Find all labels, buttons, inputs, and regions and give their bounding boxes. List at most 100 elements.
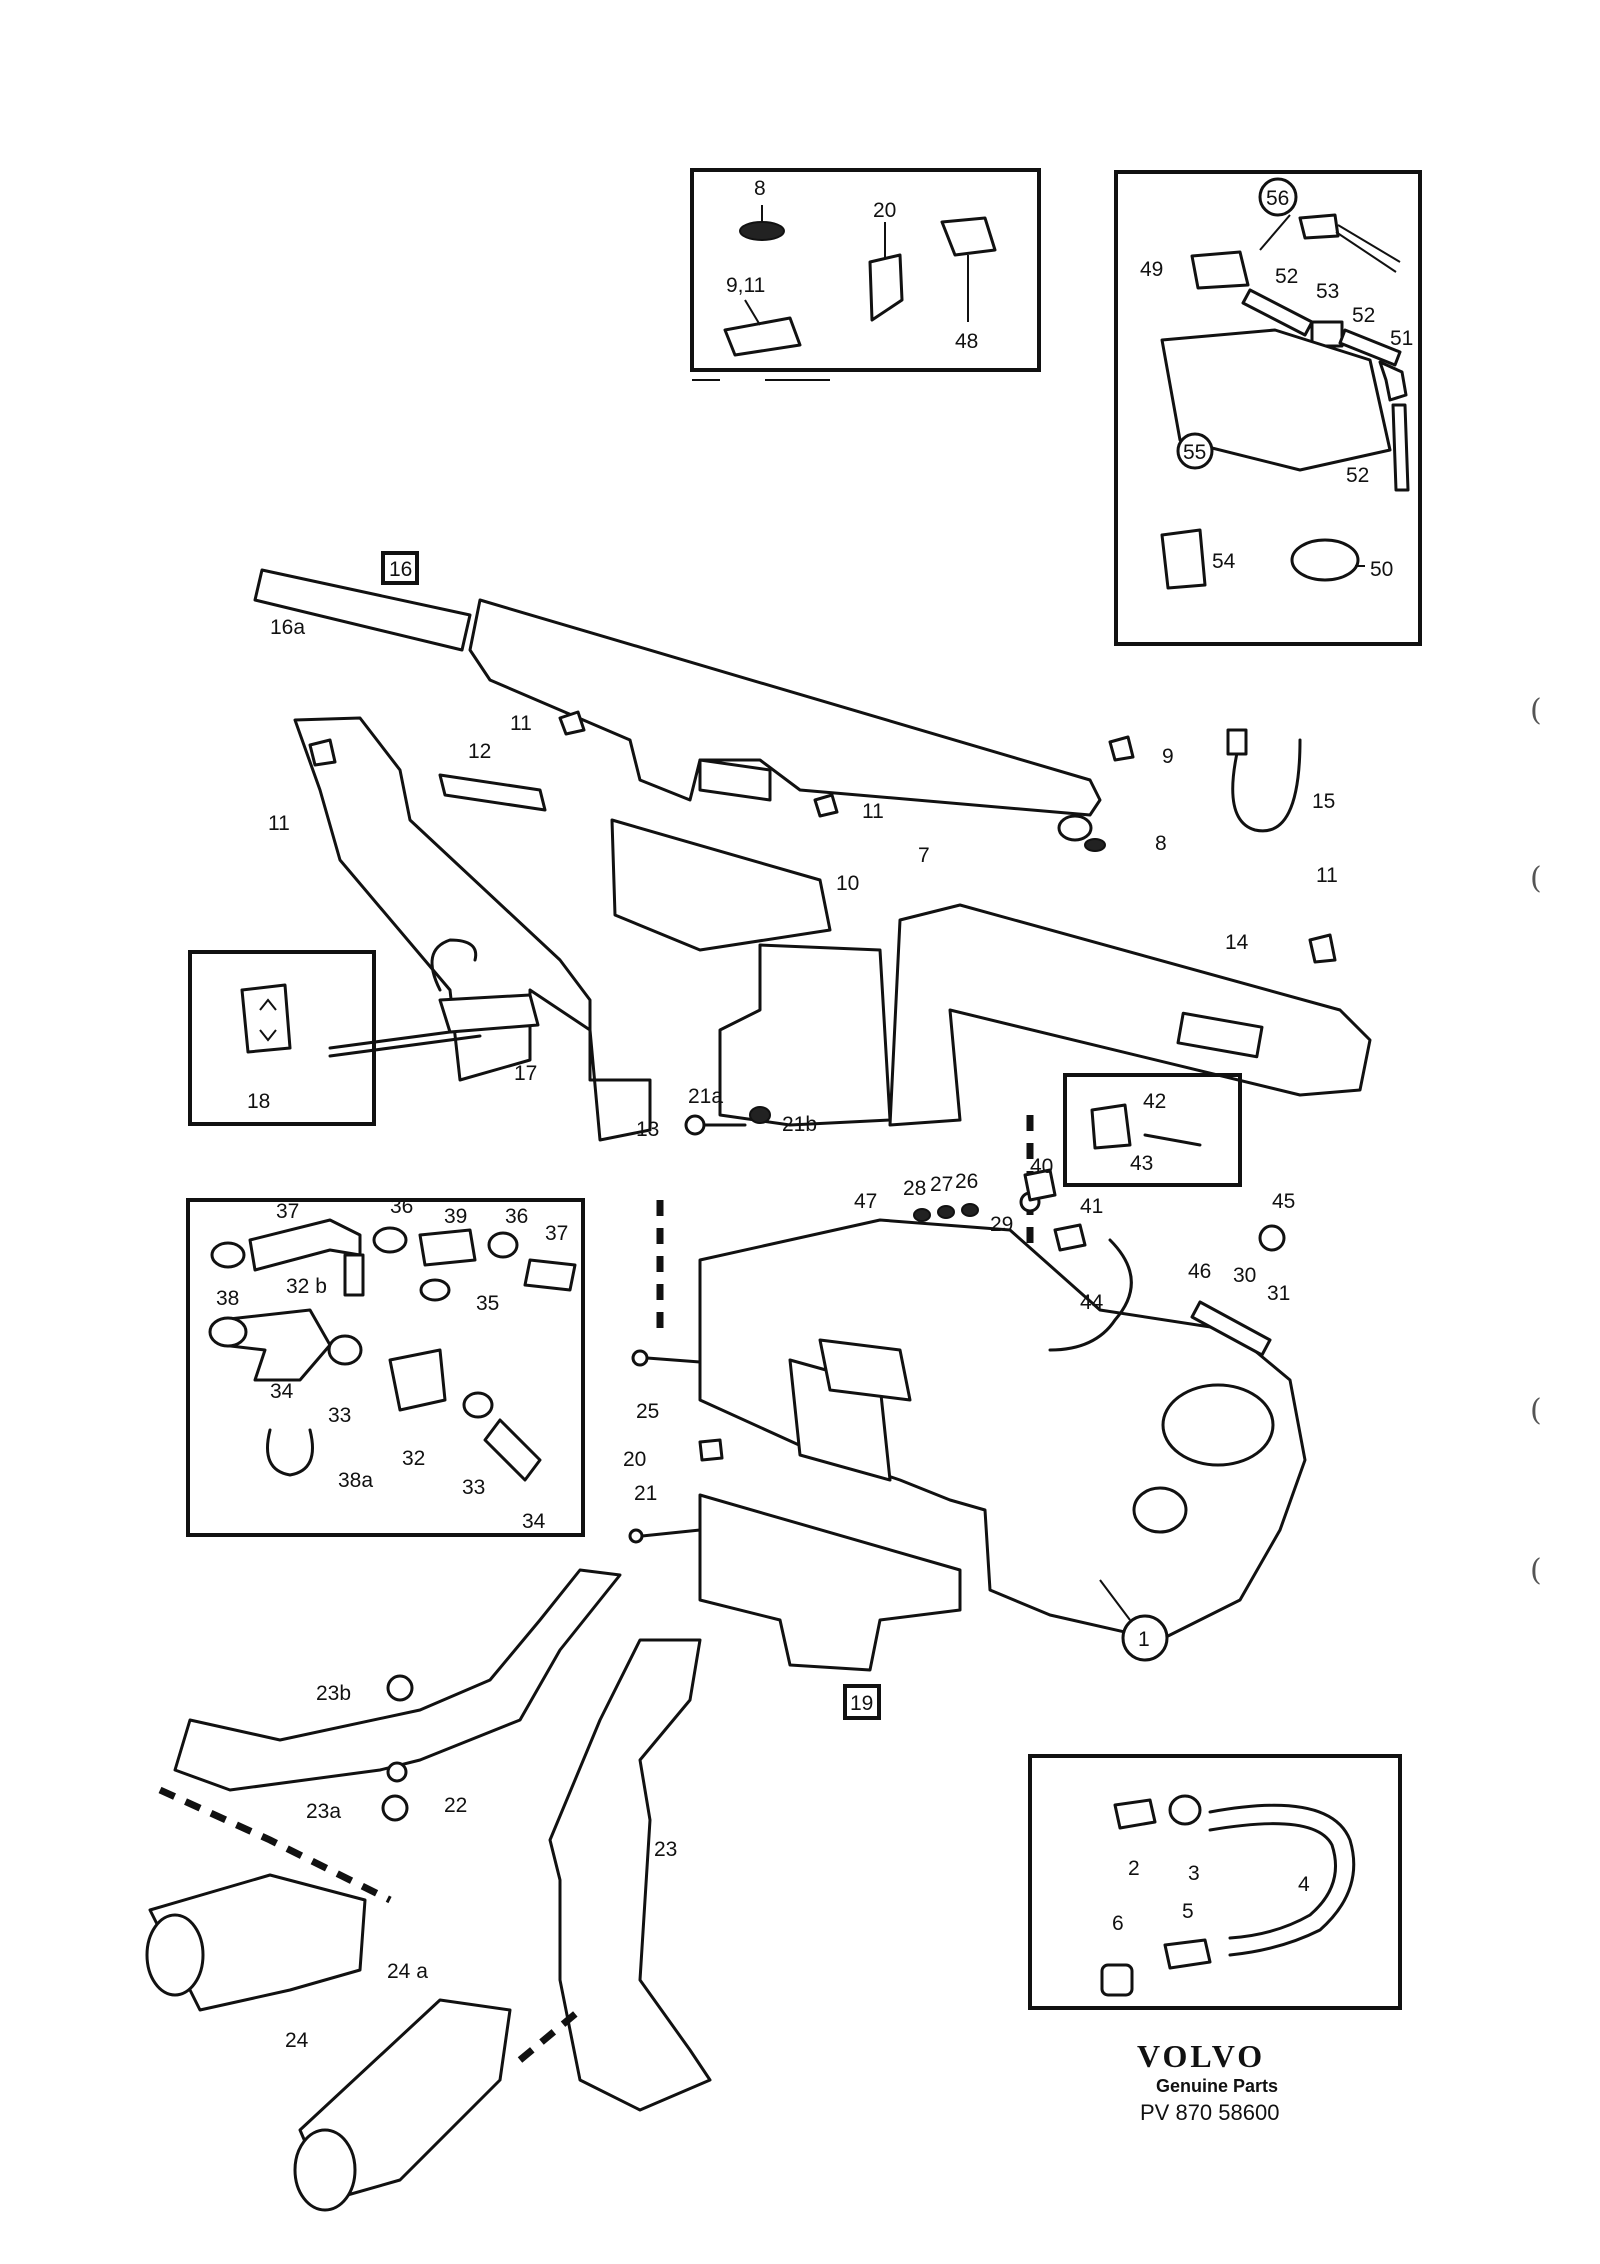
actuator: [1132, 1486, 1188, 1534]
callout-9: 9: [1162, 745, 1174, 768]
callout-1: 1: [1138, 1628, 1150, 1651]
callout-44: 44: [1080, 1291, 1104, 1314]
part-14-side-duct: [888, 903, 1372, 1127]
part-11-clip-top: [558, 710, 586, 736]
part-11-clip-mid: [813, 793, 839, 818]
callout-10: 10: [836, 872, 859, 895]
part-7-defroster-duct: [468, 598, 1102, 817]
callout-18: 18: [247, 1090, 270, 1113]
margin-mark: (: [1530, 1553, 1542, 1588]
part-4-hose: [1208, 1803, 1356, 1957]
callout-43: 43: [1130, 1152, 1153, 1175]
part-34-hose-b: [483, 1418, 542, 1482]
part-51-elbow: [1378, 360, 1408, 402]
part-8-washer: [739, 221, 785, 241]
part-5-fitting: [1163, 1938, 1212, 1970]
part-50-clamp: [1290, 538, 1360, 582]
part-11-clip-left: [308, 738, 337, 767]
callout-21: 21: [634, 1482, 657, 1505]
callout-33-a: 33: [328, 1404, 351, 1427]
callout-45: 45: [1272, 1190, 1295, 1213]
callout-52-c: 52: [1346, 464, 1369, 487]
callout-20-b: 20: [623, 1448, 646, 1471]
part-38a-clip: [266, 1428, 314, 1477]
footer: VOLVO Genuine Parts PV 870 58600: [1137, 2038, 1279, 2125]
callout-28: 28: [903, 1177, 926, 1200]
callout-52-a: 52: [1275, 265, 1298, 288]
callout-31: 31: [1267, 1282, 1290, 1305]
part-18-switch: [240, 983, 292, 1054]
callout-1-circle: [1121, 1614, 1169, 1662]
callout-20: 20: [873, 199, 896, 222]
callout-33-b: 33: [462, 1476, 485, 1499]
callout-24a: 24 a: [387, 1960, 428, 1983]
inset-hoses-frame: [186, 1198, 585, 1537]
part-40-clip: [1023, 1168, 1057, 1202]
callout-26: 26: [955, 1170, 978, 1193]
callout-11-b: 11: [268, 812, 290, 835]
part-41-clip: [1053, 1223, 1087, 1252]
callout-11-a: 11: [510, 712, 532, 735]
part-48-grommet: [940, 216, 997, 257]
part-10-nozzle: [610, 818, 832, 952]
part-32-valve: [388, 1348, 447, 1412]
margin-marks: ( ( ( (: [1530, 693, 1542, 1588]
inset-sensor-frame: [1114, 170, 1422, 646]
part-42-valve: [1090, 1103, 1132, 1150]
callout-16: 16: [389, 558, 412, 581]
callout-21b: 21b: [782, 1113, 817, 1136]
part-24-duct: [148, 1873, 367, 2012]
callout-12: 12: [468, 740, 491, 763]
callout-11-d: 11: [1316, 864, 1338, 887]
callout-42: 42: [1143, 1090, 1166, 1113]
callout-48: 48: [955, 330, 978, 353]
part-23-duct: [548, 1638, 712, 2112]
screws-21: [684, 1106, 771, 1136]
callout-37-b: 37: [545, 1222, 568, 1245]
part-23b-clip: [386, 1674, 414, 1702]
callout-41: 41: [1080, 1195, 1103, 1218]
part-2-fitting: [1113, 1798, 1157, 1830]
part-32b-sleeve: [343, 1253, 365, 1297]
callout-52-b: 52: [1352, 304, 1375, 327]
callout-32: 32: [402, 1447, 425, 1470]
callout-40: 40: [1030, 1155, 1053, 1178]
callout-50: 50: [1370, 558, 1393, 581]
part-45-knob: [1258, 1224, 1286, 1252]
callout-8: 8: [754, 177, 766, 200]
callout-5: 5: [1182, 1900, 1194, 1923]
part-9-clip: [1108, 735, 1135, 762]
tagline: Genuine Parts: [1156, 2076, 1278, 2096]
callout-17: 17: [514, 1062, 537, 1085]
callout-32b: 32 b: [286, 1275, 327, 1298]
callout-34-a: 34: [270, 1380, 294, 1403]
callouts: 8 20 9,11 48 56 49 52 53 52 51 55 52 54 …: [216, 177, 1413, 2052]
part-17-unit: [438, 993, 540, 1034]
callout-9-11: 9,11: [726, 274, 765, 297]
floor-ducts: [145, 1493, 962, 2212]
callout-16-box: [381, 551, 419, 585]
callout-39: 39: [444, 1205, 467, 1228]
callout-34-b: 34: [522, 1510, 546, 1533]
part-37-hose-b: [523, 1258, 577, 1292]
inset-thermostat-frame: [1028, 1754, 1402, 2010]
part-30-bracket: [1190, 1300, 1272, 1357]
callout-16a: 16a: [270, 616, 305, 639]
callout-55-circle: [1176, 432, 1214, 470]
blower-inlet: [1161, 1383, 1275, 1467]
inset-42-43: [1063, 1073, 1242, 1187]
callout-2: 2: [1128, 1857, 1140, 1880]
part-46-cable: [1048, 1238, 1133, 1352]
part-52-tube: [1391, 403, 1410, 492]
part-55-tray: [1160, 328, 1392, 472]
callout-29: 29: [990, 1213, 1013, 1236]
callout-23b: 23b: [316, 1682, 351, 1705]
part-49-sensor: [1190, 250, 1250, 290]
inset-thermostat: [1028, 1754, 1402, 2010]
inset-sensor: [1114, 170, 1422, 646]
callout-37-a: 37: [276, 1200, 299, 1223]
callout-11-c: 11: [862, 800, 884, 823]
callout-14: 14: [1225, 931, 1249, 954]
callout-47: 47: [854, 1190, 877, 1213]
